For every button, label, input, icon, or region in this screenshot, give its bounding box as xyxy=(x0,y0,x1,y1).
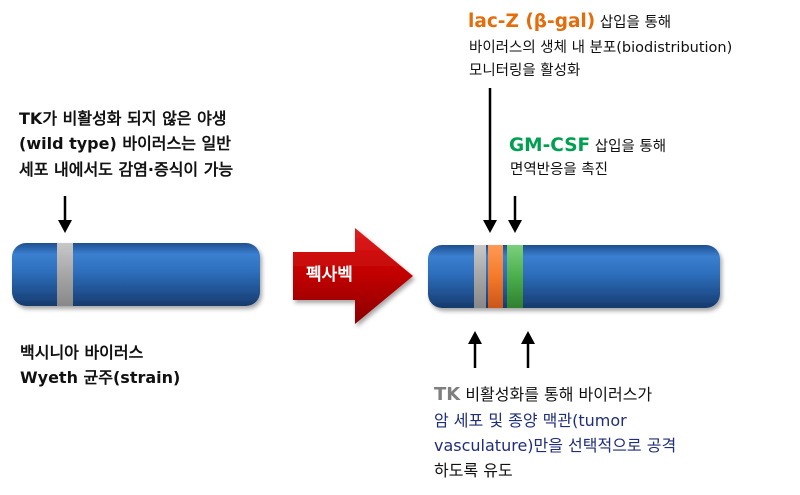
tk-gene-label: TK xyxy=(434,384,461,405)
gmcsf-note-line-1: GM-CSF 삽입을 통해 xyxy=(509,135,667,156)
tk-up-arrow-1 xyxy=(468,331,482,368)
tk-note-line-1-rest: 비활성화를 통해 바이러스가 xyxy=(460,385,653,404)
lacz-arrow xyxy=(483,88,497,233)
pexa-vec-label: 펙사벡 xyxy=(306,265,353,285)
left-genome-tube xyxy=(12,243,260,306)
left-virus-line-1: 백시니아 바이러스 xyxy=(20,343,144,362)
gmcsf-gene-rest: 삽입을 통해 xyxy=(590,139,667,155)
left-note-line-2: (wild type) 바이러스는 일반 xyxy=(19,134,231,153)
left-note-line-1: TK가 비활성화 되지 않은 야생 xyxy=(19,109,227,128)
tk-note-line-4: 하도록 유도 xyxy=(434,461,513,480)
left-virus-line-2: Wyeth 균주(strain) xyxy=(20,368,181,387)
gmcsf-gene-label: GM-CSF xyxy=(509,135,591,156)
lacz-note-line-2: 바이러스의 생체 내 분포(biodistribution) xyxy=(469,40,733,56)
tk-note-line-1: TK 비활성화를 통해 바이러스가 xyxy=(434,386,652,404)
lacz-band xyxy=(488,245,503,308)
right-genome-tube xyxy=(428,245,720,308)
left-tk-band xyxy=(57,243,73,306)
right-tk-band xyxy=(474,245,486,308)
tk-note-line-2: 암 세포 및 종양 맥관(tumor xyxy=(434,411,627,430)
tk-up-arrow-2 xyxy=(521,331,535,368)
gmcsf-band xyxy=(507,245,523,308)
lacz-note-line-3: 모니터링을 활성화 xyxy=(469,63,581,79)
tk-note-line-3: vasculature)만을 선택적으로 공격 xyxy=(434,436,677,455)
lacz-gene-rest: 삽입을 통해 xyxy=(595,15,672,31)
left-note-line-3: 세포 내에서도 감염·증식이 가능 xyxy=(19,160,234,179)
lacz-note-line-1: lac-Z (β-gal) 삽입을 통해 xyxy=(468,11,672,32)
left-tk-arrow xyxy=(58,196,72,233)
lacz-gene-label: lac-Z (β-gal) xyxy=(468,11,596,32)
gmcsf-arrow xyxy=(508,196,522,233)
pexa-vec-arrow xyxy=(293,228,413,324)
gmcsf-note-line-2: 면역반응을 촉진 xyxy=(510,162,608,178)
